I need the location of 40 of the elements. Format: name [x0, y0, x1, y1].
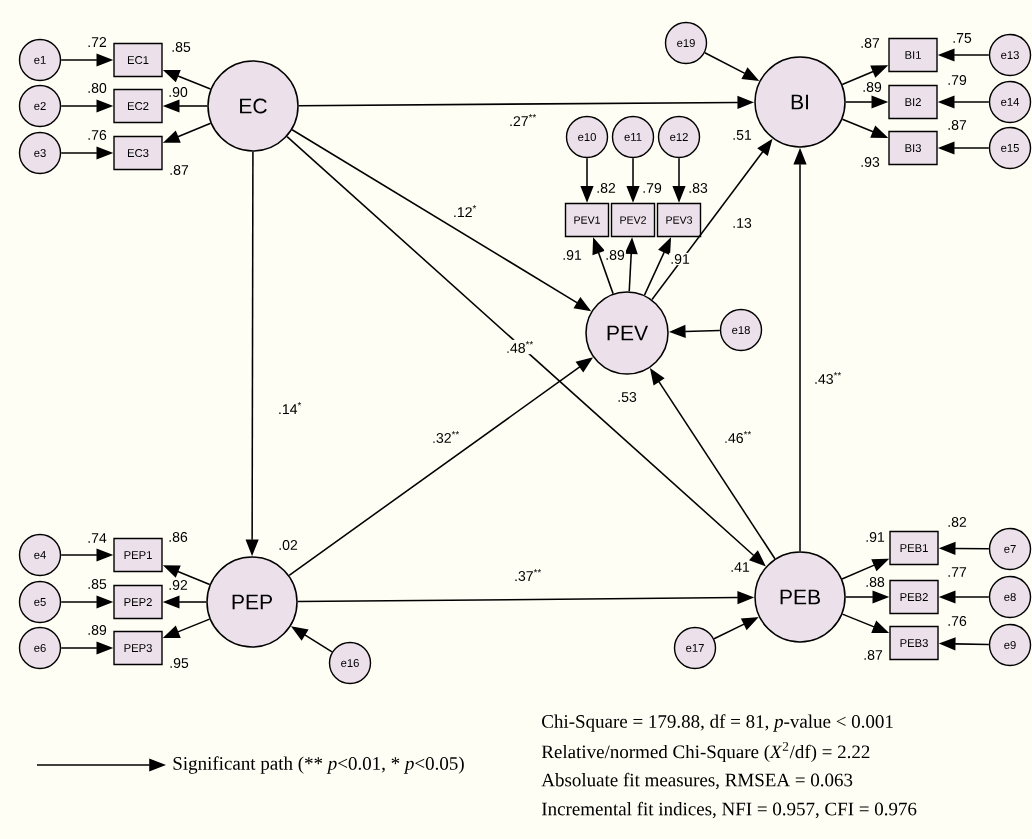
coefficient-label: .74 — [88, 533, 107, 543]
coefficient-label: .02 — [279, 540, 298, 550]
coefficient-label: .79 — [643, 183, 662, 193]
fit-statistic-text: Relative/normed Chi-Square (X$^{2}$/df) = 2.22 — [541, 741, 870, 763]
coefficient-label: .41 — [731, 562, 750, 572]
indicator-box: PEB1 — [889, 530, 939, 566]
indicator-box: PEB2 — [889, 579, 939, 615]
indicator-box: PEV3 — [656, 202, 702, 238]
indicator-box: PEP2 — [113, 584, 163, 620]
coefficient-label: .76 — [948, 616, 967, 626]
coefficient-label: .79 — [948, 75, 967, 85]
indicator-box: EC2 — [113, 88, 163, 124]
coefficient-label: .82 — [597, 183, 616, 193]
coefficient-label: .51 — [733, 130, 752, 140]
indicator-box: BI3 — [888, 130, 938, 166]
indicator-box: PEV2 — [610, 202, 656, 238]
fit-statistic-text: Absoluate fit measures, RMSEA = 0.063 — [541, 772, 853, 790]
indicator-box: BI1 — [888, 37, 938, 73]
fit-statistic-text: Incremental fit indices, NFI = 0.957, CFI = 0.976 — [541, 801, 917, 819]
legend-text: Significant path (** p<0.01, *p<0.05) — [173, 756, 464, 774]
path-arrow — [288, 357, 593, 577]
indicator-box: PEB3 — [889, 625, 939, 661]
coefficient-label: .83 — [689, 183, 708, 193]
coefficient-label: .77 — [948, 567, 967, 577]
coefficient-label: .76 — [88, 130, 107, 140]
coefficient-label: .53 — [618, 392, 637, 402]
coefficient-label: .72 — [88, 37, 107, 47]
indicator-box: PEV1 — [564, 202, 610, 238]
indicator-box: BI2 — [888, 84, 938, 120]
coefficient-label: .75 — [953, 33, 972, 43]
coefficient-label: .82 — [948, 517, 967, 527]
coefficient-label: .85 — [88, 579, 107, 589]
coefficient-label: .80 — [88, 83, 107, 93]
fit-statistic-text: Chi-Square = 179.88, df = 81, p-value < 0.001 — [542, 714, 893, 732]
indicator-box: EC3 — [113, 135, 163, 171]
indicator-box: PEP1 — [113, 537, 163, 573]
coefficient-label: .87 — [948, 120, 967, 130]
indicator-box: EC1 — [113, 42, 163, 78]
indicator-box: PEP3 — [113, 630, 163, 666]
coefficient-label: .89 — [88, 625, 107, 635]
